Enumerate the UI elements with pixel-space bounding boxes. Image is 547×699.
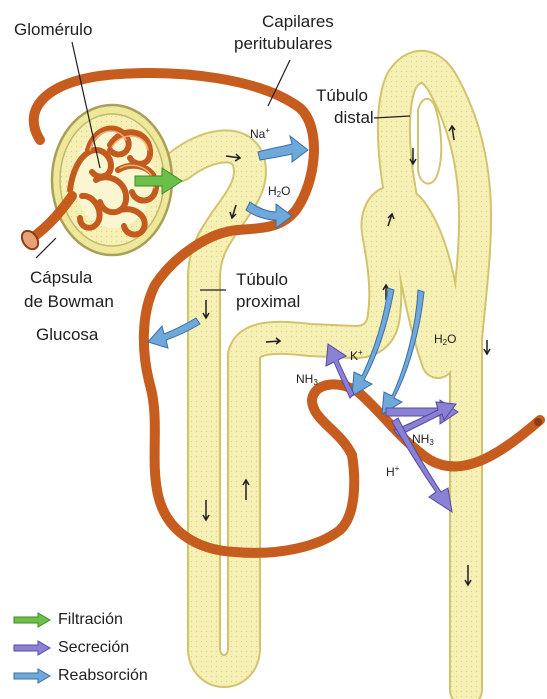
label-nh3-right: NH3 bbox=[412, 432, 434, 450]
legend-label-reabsorcion: Reabsorción bbox=[58, 667, 148, 685]
label-glomerulo: Glomérulo bbox=[14, 20, 92, 40]
label-glucosa: Glucosa bbox=[36, 325, 98, 345]
label-h: H+ bbox=[386, 462, 399, 479]
label-na: Na+ bbox=[250, 124, 270, 141]
label-capilares-line2: peritubulares bbox=[234, 34, 332, 54]
green-arrow-icon bbox=[12, 612, 52, 628]
purple-arrow-icon bbox=[12, 640, 52, 656]
legend-label-filtracion: Filtración bbox=[58, 611, 123, 629]
label-capsula-line1: Cápsula bbox=[30, 268, 92, 288]
label-tubulo-proximal-line2: proximal bbox=[236, 292, 300, 312]
label-tubulo-proximal-line1: Túbulo bbox=[236, 270, 288, 290]
label-nh3-left: NH3 bbox=[296, 372, 318, 390]
label-tubulo-distal-line1: Túbulo bbox=[316, 86, 368, 106]
blue-arrow-icon bbox=[12, 668, 52, 684]
legend-item-reabsorcion: Reabsorción bbox=[12, 666, 148, 686]
efferent-vessel-end bbox=[534, 418, 542, 426]
label-h2o-proximal: H2O bbox=[268, 184, 290, 202]
label-h2o-distal: H2O bbox=[434, 332, 456, 350]
legend-item-secrecion: Secreción bbox=[12, 638, 129, 658]
label-capsula-line2: de Bowman bbox=[24, 292, 114, 312]
label-tubulo-distal-line2: distal bbox=[334, 108, 374, 128]
label-capilares-line1: Capilares bbox=[262, 12, 334, 32]
legend-item-filtracion: Filtración bbox=[12, 610, 123, 630]
legend-label-secrecion: Secreción bbox=[58, 639, 129, 657]
label-k: K+ bbox=[350, 346, 363, 363]
